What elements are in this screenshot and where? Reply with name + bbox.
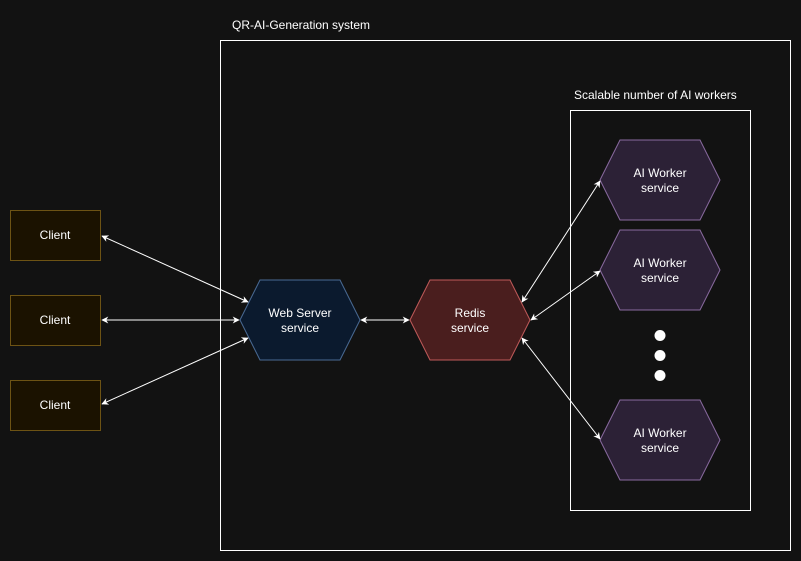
redis-label-line1: Redis	[455, 306, 486, 320]
client-label: Client	[40, 228, 71, 242]
connector-redis-worker1	[521, 180, 601, 303]
connector-redis-worker3	[521, 337, 601, 440]
client-node-3[interactable]: Client	[10, 380, 101, 431]
client-node-1[interactable]: Client	[10, 210, 101, 261]
ai-worker-label-line1: AI Worker	[633, 256, 686, 270]
connector-client1-webserver	[101, 235, 249, 303]
web-server-label-line1: Web Server	[268, 306, 331, 320]
redis-node[interactable]: Redis service	[409, 279, 531, 361]
ai-worker-label-line1: AI Worker	[633, 166, 686, 180]
redis-label-line2: service	[451, 321, 489, 335]
web-server-label-line2: service	[281, 321, 319, 335]
ai-worker-label-line2: service	[641, 181, 679, 195]
client-node-2[interactable]: Client	[10, 295, 101, 346]
web-server-node[interactable]: Web Server service	[239, 279, 361, 361]
ai-worker-node-2[interactable]: AI Worker service	[599, 229, 721, 311]
connector-client3-webserver	[101, 337, 249, 405]
ai-worker-node-1[interactable]: AI Worker service	[599, 139, 721, 221]
ai-worker-label-line2: service	[641, 271, 679, 285]
workers-group-label: Scalable number of AI workers	[574, 88, 737, 102]
connector-redis-worker2	[530, 270, 601, 321]
ellipsis-dot	[654, 330, 666, 341]
client-label: Client	[40, 398, 71, 412]
system-label: QR-AI-Generation system	[232, 18, 370, 32]
ellipsis-dot	[654, 370, 666, 381]
ai-worker-label-line1: AI Worker	[633, 426, 686, 440]
client-label: Client	[40, 313, 71, 327]
ai-worker-node-3[interactable]: AI Worker service	[599, 399, 721, 481]
ai-worker-label-line2: service	[641, 441, 679, 455]
ellipsis-dot	[654, 350, 666, 361]
